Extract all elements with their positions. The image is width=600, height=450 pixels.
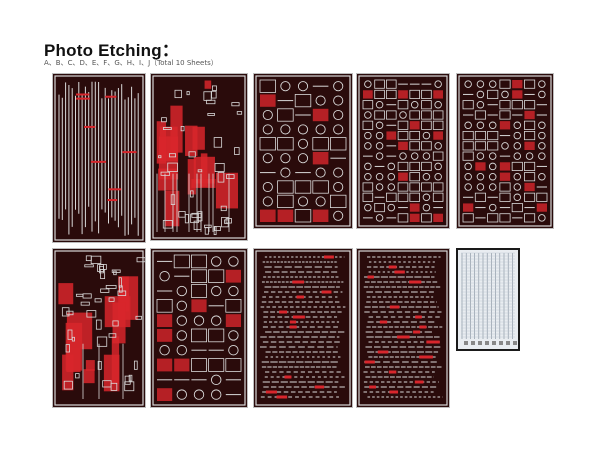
etching-pattern [54, 75, 144, 241]
sheet-f [52, 248, 146, 408]
sheet-a [52, 73, 146, 243]
sheet-c [253, 73, 353, 229]
sheet-e [456, 73, 554, 229]
sheet-g [150, 248, 248, 408]
sheet-j-clear-film [456, 248, 520, 351]
etching-pattern [458, 75, 552, 227]
etching-pattern [358, 250, 448, 406]
etching-pattern [152, 250, 246, 406]
etching-pattern [54, 250, 145, 406]
sheet-i [356, 248, 450, 408]
sheet-list-caption: A、B、C、D、E、F、G、H、I、J（Total 10 Sheets） [44, 59, 218, 67]
etching-pattern [255, 75, 351, 227]
etching-pattern [255, 250, 351, 406]
etching-pattern [152, 75, 246, 239]
etching-pattern [458, 250, 518, 349]
sheet-b [150, 73, 248, 241]
sheet-h [253, 248, 353, 408]
etching-pattern [358, 75, 448, 227]
page-title: Photo Etching： [44, 41, 180, 60]
sheet-d [356, 73, 450, 229]
